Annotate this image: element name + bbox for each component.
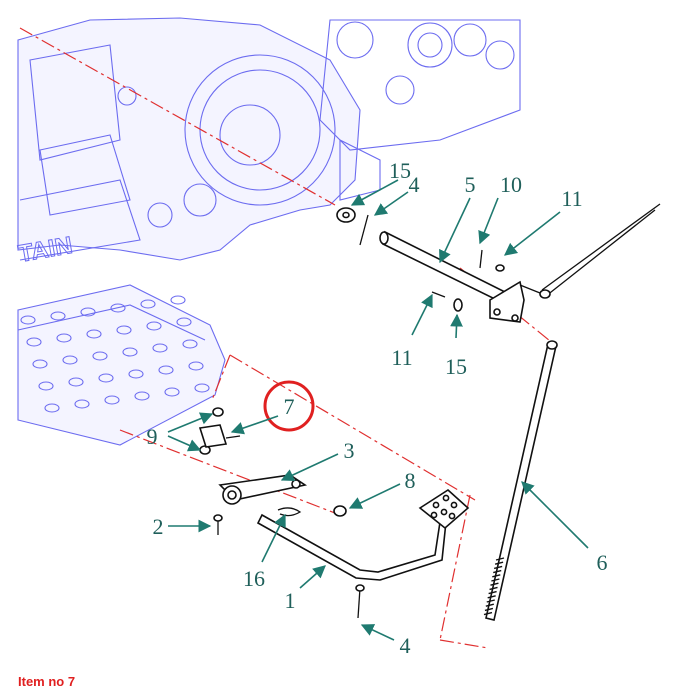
callout-10: 6 bbox=[597, 550, 608, 575]
transmission-housing-ghost: TAIN bbox=[16, 17, 521, 268]
callout-8: 8 bbox=[405, 468, 416, 493]
plate-hole bbox=[164, 387, 180, 397]
thread-line bbox=[490, 582, 499, 586]
plate-hole bbox=[194, 383, 210, 393]
plate-hole bbox=[152, 343, 168, 353]
plate-hole bbox=[146, 321, 162, 331]
callout-5: 5 bbox=[465, 172, 476, 197]
callout-1: 1 bbox=[285, 588, 296, 613]
plate-hole bbox=[134, 391, 150, 401]
plate-hole bbox=[116, 325, 132, 335]
pivot-shaft-assembly bbox=[336, 203, 661, 323]
thread-line bbox=[488, 590, 497, 595]
thread-line bbox=[489, 586, 498, 591]
plate-hole bbox=[44, 403, 60, 413]
plate-hole bbox=[50, 311, 66, 321]
thread-line bbox=[487, 595, 496, 599]
pedal-hole bbox=[432, 501, 440, 509]
thread-line bbox=[495, 557, 505, 561]
callout-4-lower: 4 bbox=[400, 633, 411, 658]
plate-hole bbox=[20, 315, 36, 325]
plate-hole bbox=[74, 399, 90, 409]
callout-labels: 15 4 5 10 11 11 15 7 9 3 8 2 16 1 4 6 bbox=[147, 158, 608, 658]
callout-15-lower: 15 bbox=[445, 354, 467, 379]
plate-hole bbox=[68, 377, 84, 387]
thread-line bbox=[485, 603, 495, 607]
highlight-circle bbox=[263, 380, 315, 432]
thread-line bbox=[486, 599, 495, 603]
thread-line bbox=[491, 578, 500, 582]
callout-11-upper: 10 bbox=[500, 172, 522, 197]
plate-hole bbox=[128, 369, 144, 379]
plate-hole bbox=[140, 299, 156, 309]
callout-3: 3 bbox=[344, 438, 355, 463]
thread-line bbox=[483, 611, 493, 616]
callout-16: 16 bbox=[243, 566, 265, 591]
leader-lines bbox=[167, 179, 589, 641]
callout-11-lower: 11 bbox=[391, 345, 412, 370]
plate-hole bbox=[158, 365, 174, 375]
rod-10 bbox=[483, 340, 558, 621]
plate-hole bbox=[56, 333, 72, 343]
plate-hole bbox=[182, 339, 198, 349]
pedal-hole bbox=[430, 511, 438, 519]
plate-hole bbox=[122, 347, 138, 357]
plate-hole bbox=[86, 329, 102, 339]
plate-hole bbox=[110, 303, 126, 313]
callout-6: 15 bbox=[389, 158, 411, 183]
thread-line bbox=[493, 569, 502, 574]
plate-hole bbox=[32, 359, 48, 369]
pedal-hole bbox=[450, 501, 458, 509]
callout-15-upper: 11 bbox=[561, 186, 582, 211]
plate-hole bbox=[188, 361, 204, 371]
callout-4-upper: 4 bbox=[409, 172, 420, 197]
pedal-assembly bbox=[198, 407, 470, 619]
callout-9: 9 bbox=[147, 424, 158, 449]
thread-line bbox=[494, 561, 504, 565]
plate-hole bbox=[26, 337, 42, 347]
thread-line bbox=[484, 607, 494, 612]
callout-2: 2 bbox=[153, 514, 164, 539]
callout-7: 7 bbox=[284, 394, 295, 419]
plate-hole bbox=[38, 381, 54, 391]
pedal-hole bbox=[442, 494, 450, 502]
plate-hole bbox=[92, 351, 108, 361]
thread-line bbox=[492, 574, 501, 578]
item-caption: Item no 7 bbox=[18, 674, 76, 689]
pedal-hole bbox=[440, 508, 448, 516]
thread-line bbox=[493, 565, 503, 570]
plate-hole bbox=[170, 295, 186, 305]
plate-hole bbox=[98, 373, 114, 383]
plate-hole bbox=[176, 317, 192, 327]
plate-hole bbox=[62, 355, 78, 365]
plate-hole bbox=[80, 307, 96, 317]
pedal-hole bbox=[448, 512, 456, 520]
plate-hole bbox=[104, 395, 120, 405]
platform-ghost bbox=[17, 284, 226, 446]
